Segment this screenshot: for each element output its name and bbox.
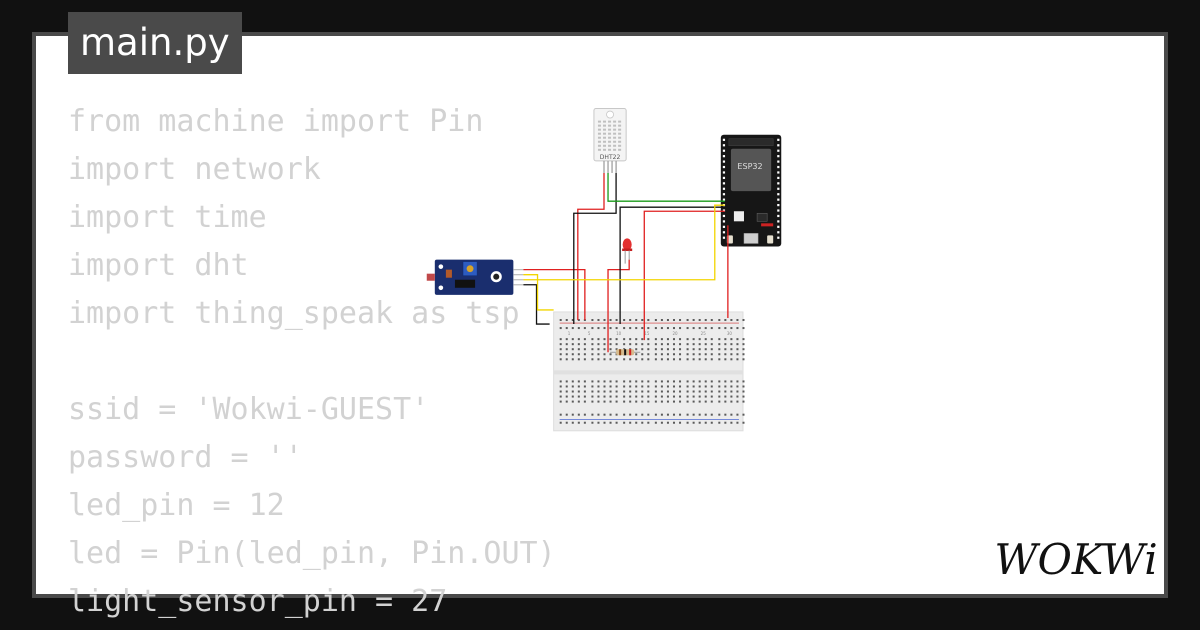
- ground-wire[interactable]: [619, 206, 725, 325]
- code-line: light_sensor_pin = 27: [68, 584, 448, 619]
- breadboard-row-number: 20: [672, 331, 678, 336]
- code-line: [68, 338, 556, 386]
- data-wire[interactable]: [607, 172, 725, 202]
- wokwi-logo: WOKWi: [994, 535, 1157, 584]
- breadboard-row-number: 30: [727, 331, 733, 336]
- breadboard-row-number: 5: [588, 331, 591, 336]
- breadboard-holes: [559, 319, 745, 424]
- red-led[interactable]: [622, 238, 633, 264]
- code-line: import dht: [68, 248, 249, 283]
- file-tab-main-py[interactable]: main.py: [68, 12, 242, 74]
- code-line: import thing_speak as tsp: [68, 296, 520, 331]
- breadboard[interactable]: 1 5 10 15 20 25 30: [553, 311, 745, 432]
- ground-wire[interactable]: [523, 284, 550, 325]
- code-line: ssid = 'Wokwi-GUEST': [68, 392, 430, 427]
- code-line: password = '': [68, 440, 303, 475]
- wokwi-logo-text: WOKWi: [994, 535, 1157, 584]
- dht22-sensor[interactable]: DHT22: [593, 108, 627, 173]
- ground-wire[interactable]: [573, 172, 617, 325]
- code-line: led_pin = 12: [68, 488, 285, 523]
- esp32-board[interactable]: ESP32: [720, 134, 782, 247]
- power-wire[interactable]: [607, 259, 630, 353]
- code-line: from machine import Pin: [68, 104, 484, 139]
- dht-grille: [597, 120, 622, 151]
- breadboard-row-number: 1: [568, 331, 571, 336]
- esp32-label: ESP32: [737, 162, 762, 171]
- signal-wire[interactable]: [523, 204, 725, 281]
- breadboard-row-number: 10: [616, 331, 622, 336]
- code-editor: from machine import Pin import network imp…: [68, 98, 556, 626]
- code-line: import time: [68, 200, 267, 235]
- circuit-diagram: 1 5 10 15 20 25 30 DHT22: [426, 108, 782, 432]
- code-line: import network: [68, 152, 321, 187]
- project-preview-card: from machine import Pin import network imp…: [32, 32, 1168, 619]
- power-wire[interactable]: [577, 172, 605, 321]
- esp32-pin-headers: [722, 138, 780, 239]
- breadboard-row-number: 15: [644, 331, 650, 336]
- signal-wire[interactable]: [523, 274, 554, 311]
- dht-label: DHT22: [600, 154, 621, 161]
- power-wire[interactable]: [643, 210, 725, 341]
- breadboard-row-number: 25: [701, 331, 707, 336]
- code-line: led = Pin(led_pin, Pin.OUT): [68, 536, 556, 571]
- wires: [523, 172, 729, 353]
- light-sensor-module[interactable]: [426, 259, 524, 295]
- resistor[interactable]: [610, 349, 641, 356]
- power-wire[interactable]: [523, 268, 586, 321]
